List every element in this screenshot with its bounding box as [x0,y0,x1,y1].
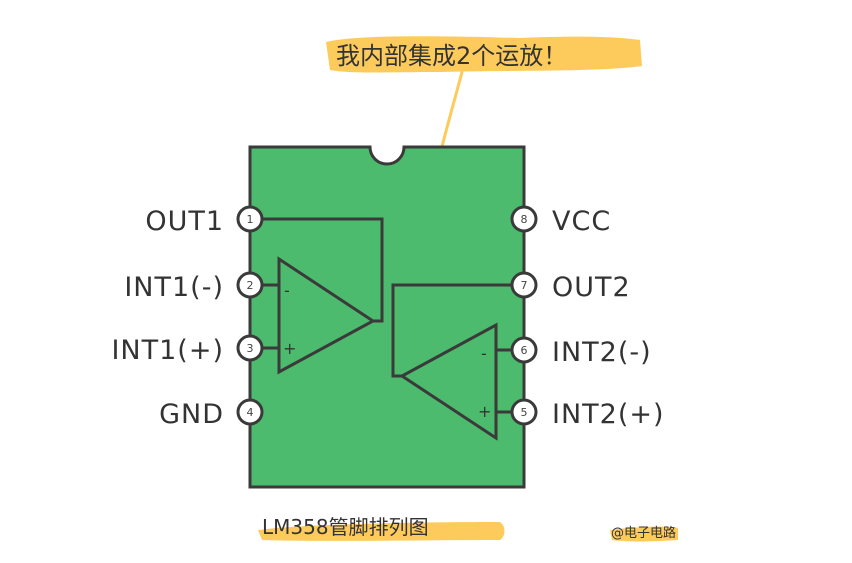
pin-7-number: 7 [521,279,528,292]
pin-5-circle [510,398,538,426]
pin-8: 8 VCC [510,205,611,237]
opamp-2-minus-sign: - [481,344,487,363]
pin-5-label: INT2(+) [552,399,665,430]
pin-1-number: 1 [247,213,254,226]
caption-highlight [258,522,505,541]
pin-5-number: 5 [521,406,528,419]
pin-8-circle [510,205,538,233]
pin-3-label: INT1(+) [111,335,224,366]
pin-2-label: INT1(-) [124,272,224,303]
credit-highlight [610,526,678,542]
pin-3: 3 INT1(+) [111,334,264,366]
opamp-1-feedback-wire [262,217,384,323]
callout-text: 我内部集成2个运放！ [336,42,567,70]
pin-5: 5 INT2(+) [510,398,665,430]
opamp-1-triangle [277,256,376,375]
pin-6-circle [510,336,538,364]
pin-2-number: 2 [247,279,254,292]
pin-7-circle [510,271,538,299]
callout-highlight [326,36,642,73]
pin-2-circle [236,271,264,299]
opamp-1-plus-sign: + [283,339,296,358]
pin-6-label: INT2(-) [552,337,652,368]
pin-1: 1 OUT1 [145,205,264,237]
credit-text: @电子电路 [611,525,676,541]
pin-3-number: 3 [247,342,254,355]
pin-1-circle [236,205,264,233]
pin-7-label: OUT2 [552,272,631,303]
pin-4-number: 4 [247,406,254,419]
pin-3-circle [236,334,264,362]
pin-7: 7 OUT2 [510,271,631,303]
opamp-2-triangle [399,322,498,441]
opamp-2: - + [391,283,512,441]
pin-4-label: GND [159,399,224,430]
pin-6-number: 6 [521,344,528,357]
pin-8-label: VCC [552,206,611,237]
pin-4: 4 GND [159,398,264,430]
opamp-1: - + [262,217,384,375]
opamp-1-minus-sign: - [284,281,290,300]
pin-2: 2 INT1(-) [124,271,264,303]
pin-8-number: 8 [521,213,528,226]
caption-text: LM358管脚排列图 [262,515,429,539]
pin-1-label: OUT1 [145,206,224,237]
pin-6: 6 INT2(-) [510,336,652,368]
opamp-2-plus-sign: + [478,402,491,421]
pin-4-circle [236,398,264,426]
chip-body [248,145,526,489]
opamp-2-feedback-wire [391,283,512,378]
